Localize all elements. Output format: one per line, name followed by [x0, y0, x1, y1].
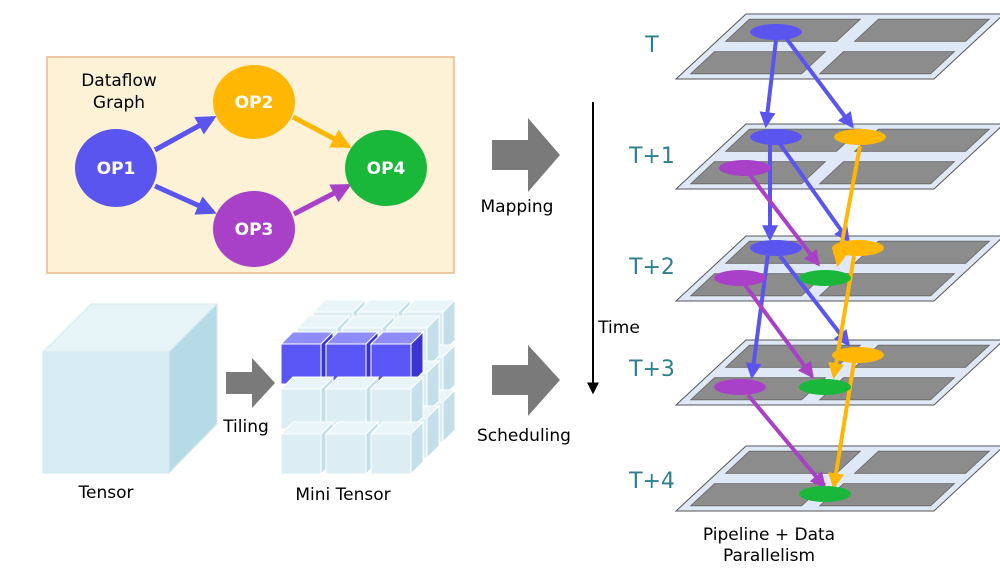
mini-cube — [279, 375, 335, 431]
plane-cell — [853, 18, 991, 42]
plane-t-op1 — [750, 24, 802, 40]
scheduling-label: Scheduling — [477, 426, 571, 446]
mapping-label: Mapping — [481, 197, 554, 217]
flow-purple-t2-t3 — [743, 283, 814, 379]
flow-blue-t2-t3-b — [778, 254, 850, 347]
time-step-t: T — [644, 33, 659, 58]
mini-cube-front — [325, 433, 367, 475]
tiling-arrow — [226, 358, 275, 408]
edge-op2-op4 — [291, 114, 352, 149]
flow-blue-t1-t2-b — [778, 142, 850, 243]
mini-cube — [279, 420, 335, 476]
plane-t2-op1 — [750, 240, 802, 256]
time-step-t3: T+3 — [628, 357, 675, 382]
mini-cube-highlight — [369, 330, 425, 386]
op1-label: OP1 — [97, 159, 136, 179]
plane-t3-op4 — [799, 379, 851, 395]
plane-t2-op3 — [714, 270, 766, 286]
mini-cube — [324, 420, 380, 476]
caption-line2: Parallelism — [723, 546, 815, 566]
plane-cell — [689, 51, 827, 75]
mini-tensor-label: Mini Tensor — [295, 485, 390, 505]
scheduling-arrow — [492, 345, 560, 416]
plane-t2-op2 — [832, 240, 884, 256]
mapping-arrow — [492, 118, 560, 192]
mini-tensor — [279, 298, 457, 476]
graph-title-line2: Graph — [93, 93, 145, 113]
plane-t1-op3 — [719, 160, 771, 176]
flow-blue-t-t1-a — [759, 39, 778, 129]
plane-t1-op1 — [750, 129, 802, 145]
mini-cube-highlight — [324, 330, 380, 386]
plane-cell — [689, 483, 827, 507]
plane-t3-op2 — [832, 347, 884, 363]
tiling-label: Tiling — [222, 417, 269, 437]
graph-title-line1: Dataflow — [81, 71, 157, 91]
edge-op1-op3 — [153, 183, 217, 215]
flow-purple-t3-t4 — [746, 393, 827, 489]
time-step-t2: T+2 — [628, 255, 675, 280]
tensor-label: Tensor — [78, 483, 134, 503]
op2-label: OP2 — [235, 93, 274, 113]
flow-blue-t2-t3-a — [745, 253, 770, 380]
tensor-cube — [41, 302, 219, 475]
plane-cell — [818, 161, 956, 185]
mini-cube-front — [370, 433, 412, 475]
edge-op1-op2 — [153, 115, 217, 153]
mini-cube-highlight — [279, 330, 335, 386]
dataflow-graph-panel: Dataflow Graph OP1 OP2 OP3 OP4 — [46, 56, 455, 274]
mini-cube-front — [280, 433, 322, 475]
op3-node — [213, 191, 295, 267]
time-step-t4: T+4 — [628, 469, 675, 494]
time-step-t1: T+1 — [628, 144, 675, 169]
flow-blue-t-t1-b — [784, 36, 854, 129]
plane-t2-op4 — [799, 270, 851, 286]
plane-cell — [853, 450, 991, 474]
plane-cell — [818, 273, 956, 297]
op3-label: OP3 — [235, 220, 274, 240]
op4-node — [345, 130, 427, 206]
plane-cell — [853, 240, 991, 264]
plane-t1-op2 — [834, 129, 886, 145]
op4-label: OP4 — [367, 159, 406, 179]
tensor-front-face — [42, 351, 170, 474]
flow-purple-t1-t2 — [748, 173, 820, 267]
mini-cube — [369, 375, 425, 431]
op1-node — [75, 129, 157, 207]
plane-t3-op3 — [714, 379, 766, 395]
timeline-plane-0 — [674, 13, 1000, 80]
flow-yellow-t3-t4 — [828, 361, 856, 490]
mini-cube — [369, 420, 425, 476]
plane-cell — [818, 51, 956, 75]
op2-node — [213, 65, 295, 139]
plane-ops — [714, 24, 886, 502]
mini-cube — [324, 375, 380, 431]
caption-line1: Pipeline + Data — [703, 525, 835, 545]
time-label: Time — [597, 318, 640, 338]
edge-op3-op4 — [292, 183, 352, 217]
plane-t4-op4 — [799, 486, 851, 502]
